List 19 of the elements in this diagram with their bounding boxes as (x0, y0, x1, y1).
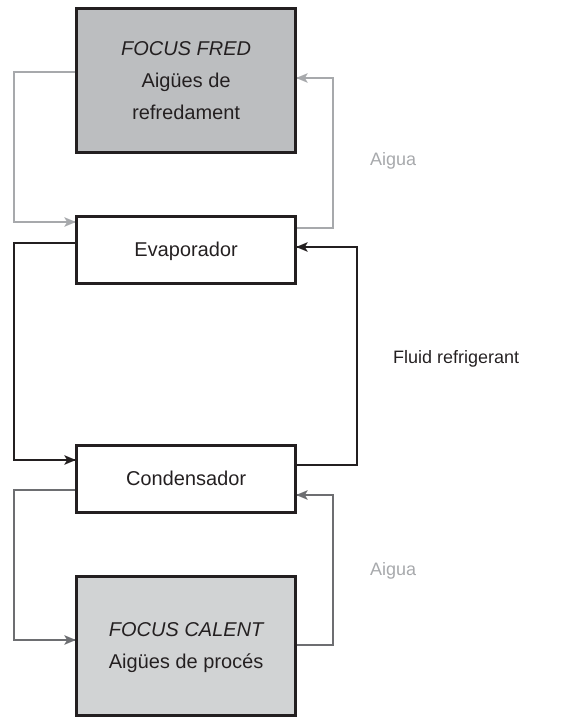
arrow (296, 242, 358, 466)
arrow (13, 242, 76, 465)
arrow (296, 490, 334, 646)
arrow (13, 489, 76, 645)
box-text: Condensador (126, 467, 246, 492)
box-text: Evaporador (134, 238, 238, 263)
flow-label: Fluid refrigerant (393, 346, 520, 369)
box-title: FOCUS FRED (121, 36, 251, 62)
arrow (13, 71, 76, 227)
box-text: Aigües de procés (108, 650, 264, 675)
process-box (75, 444, 297, 514)
flow-label: Aigua (370, 558, 416, 581)
process-box (75, 215, 297, 285)
flow-label: Aigua (370, 148, 416, 171)
box-title: FOCUS CALENT (108, 618, 264, 643)
process-box (75, 7, 297, 154)
box-text: Aigües de refredament (131, 68, 241, 126)
process-box (75, 575, 297, 717)
arrow (296, 73, 334, 229)
